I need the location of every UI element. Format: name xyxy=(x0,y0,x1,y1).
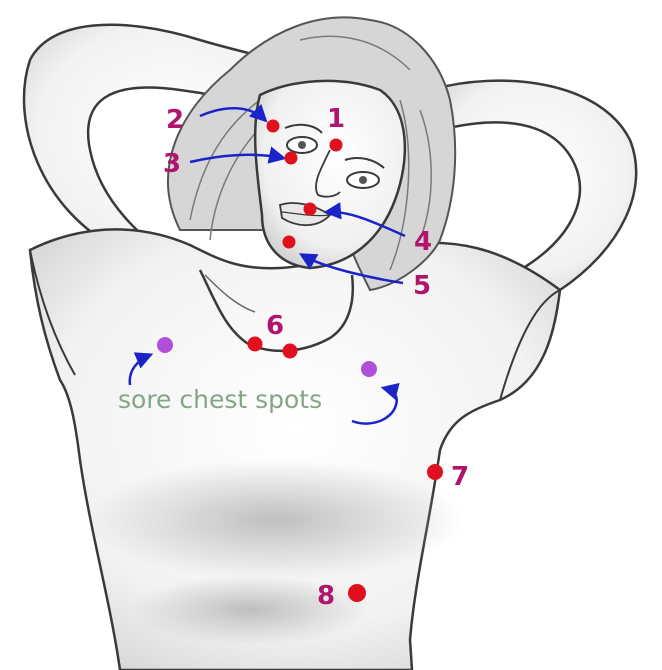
point-6-marker-right xyxy=(283,344,298,359)
point-7-number: 7 xyxy=(451,462,469,492)
point-1-marker xyxy=(330,139,343,152)
point-5-marker xyxy=(283,236,296,249)
torso xyxy=(30,229,560,670)
point-8-number: 8 xyxy=(317,581,335,611)
point-5-number: 5 xyxy=(413,271,431,301)
point-3-number: 3 xyxy=(163,149,181,179)
point-7-marker xyxy=(427,464,443,480)
point-6-marker-left xyxy=(248,337,263,352)
point-8-marker xyxy=(348,584,366,602)
point-1-number: 1 xyxy=(327,104,345,134)
point-2-marker xyxy=(267,120,280,133)
sore-spot-left-marker xyxy=(157,337,173,353)
point-6-number: 6 xyxy=(266,311,284,341)
sore-chest-spots-caption: sore chest spots xyxy=(118,385,322,414)
point-4-number: 4 xyxy=(414,227,432,257)
sore-spot-right-marker xyxy=(361,361,377,377)
point-4-marker xyxy=(304,203,317,216)
point-3-marker xyxy=(285,152,298,165)
point-2-number: 2 xyxy=(166,105,184,135)
